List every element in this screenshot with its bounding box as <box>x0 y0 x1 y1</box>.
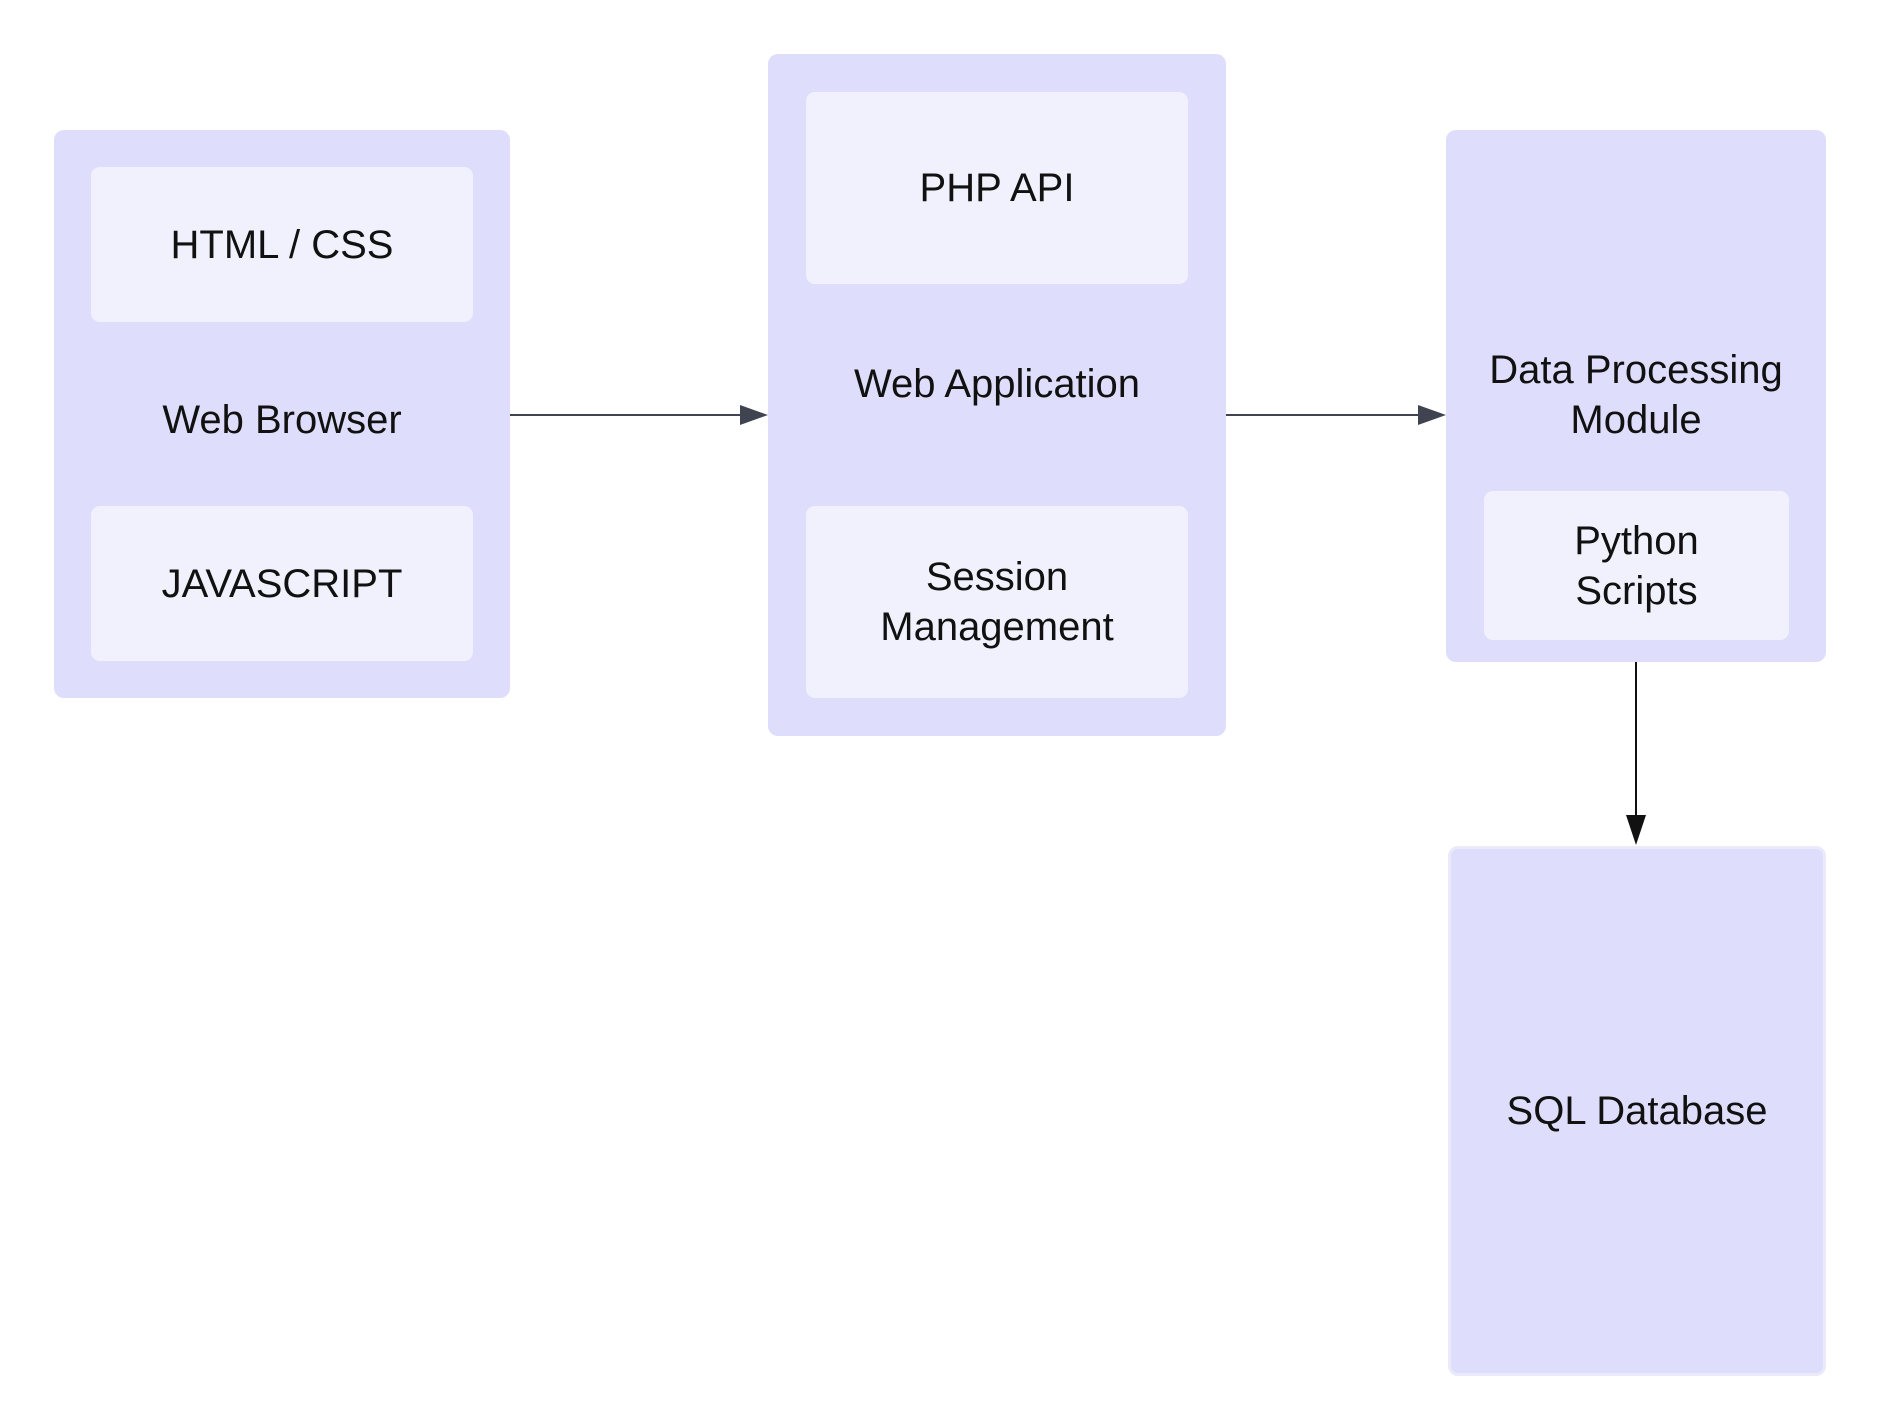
javascript-box[interactable]: JAVASCRIPT <box>91 506 473 661</box>
web-application-label: Web Application <box>853 362 1141 406</box>
php-api-label: PHP API <box>919 166 1075 210</box>
sql-database-label: SQL Database <box>1506 1089 1768 1133</box>
session-management-box[interactable]: Session Management <box>806 506 1188 698</box>
web-browser-label: Web Browser <box>162 398 402 442</box>
php-api-box[interactable]: PHP API <box>806 92 1188 284</box>
edge-browser-to-application <box>510 405 768 425</box>
web-application-container[interactable]: PHP API Web Application Session Manageme… <box>768 54 1226 736</box>
data-processing-container[interactable]: Data Processing Module Python Scripts <box>1446 130 1826 662</box>
edge-processing-to-database <box>1626 662 1646 845</box>
edge-application-to-processing <box>1226 405 1446 425</box>
html-css-label: HTML / CSS <box>170 222 394 267</box>
sql-database-container[interactable]: SQL Database <box>1448 846 1826 1376</box>
arrowhead-icon <box>1626 815 1646 845</box>
arrowhead-icon <box>740 405 768 425</box>
web-browser-container[interactable]: HTML / CSS Web Browser JAVASCRIPT <box>54 130 510 698</box>
javascript-label: JAVASCRIPT <box>161 561 403 606</box>
python-scripts-box[interactable]: Python Scripts <box>1484 491 1789 640</box>
data-processing-label: Data Processing Module <box>1489 348 1783 442</box>
html-css-box[interactable]: HTML / CSS <box>91 167 473 322</box>
python-scripts-label: Python Scripts <box>1574 518 1699 613</box>
arrowhead-icon <box>1418 405 1446 425</box>
session-management-label: Session Management <box>880 555 1114 649</box>
